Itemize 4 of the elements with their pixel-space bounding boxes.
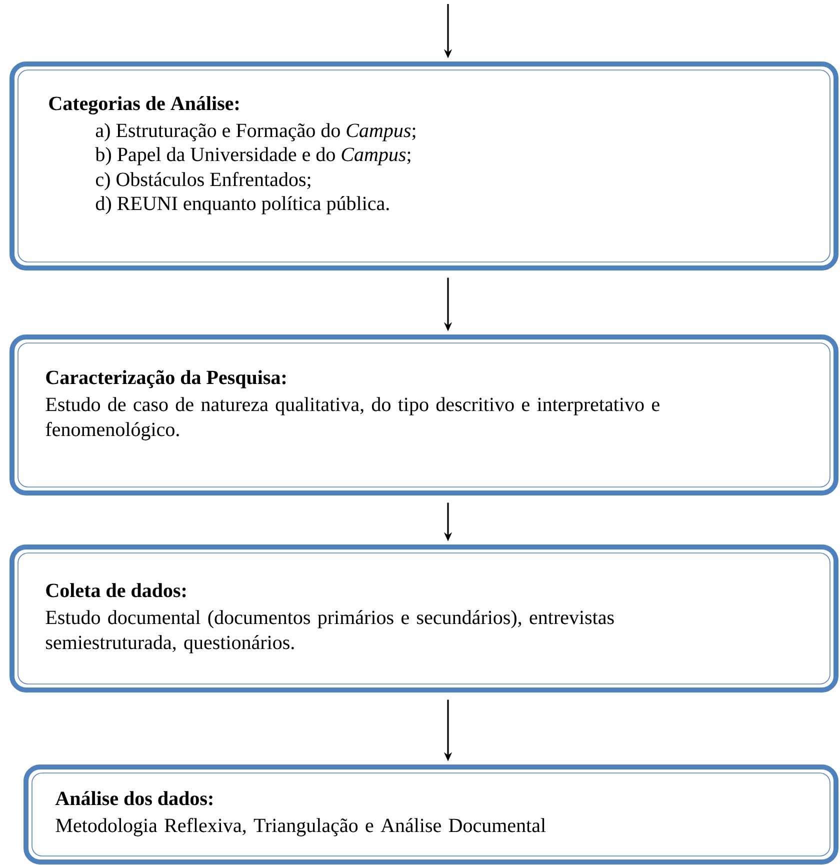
process-box: Categorias de Análise: a) Estruturação e Formação do Campus; b) Papel da Universidade e do Campus; c) Obstáculos Enfrentados; d) REUNI enquanto política pública. [10, 62, 838, 270]
process-box: Análise dos dados: Metodologia Reflexiva, Triangulação e Análise Documental [24, 764, 838, 864]
process-box: Coleta de dados: Estudo documental (documentos primários e secundários), entrevistas semiestruturada, questionários. [10, 544, 838, 692]
process-box: Caracterização da Pesquisa: Estudo de caso de natureza qualitativa, do tipo descritivo e interpretativo e fenomenológico. [10, 334, 838, 496]
